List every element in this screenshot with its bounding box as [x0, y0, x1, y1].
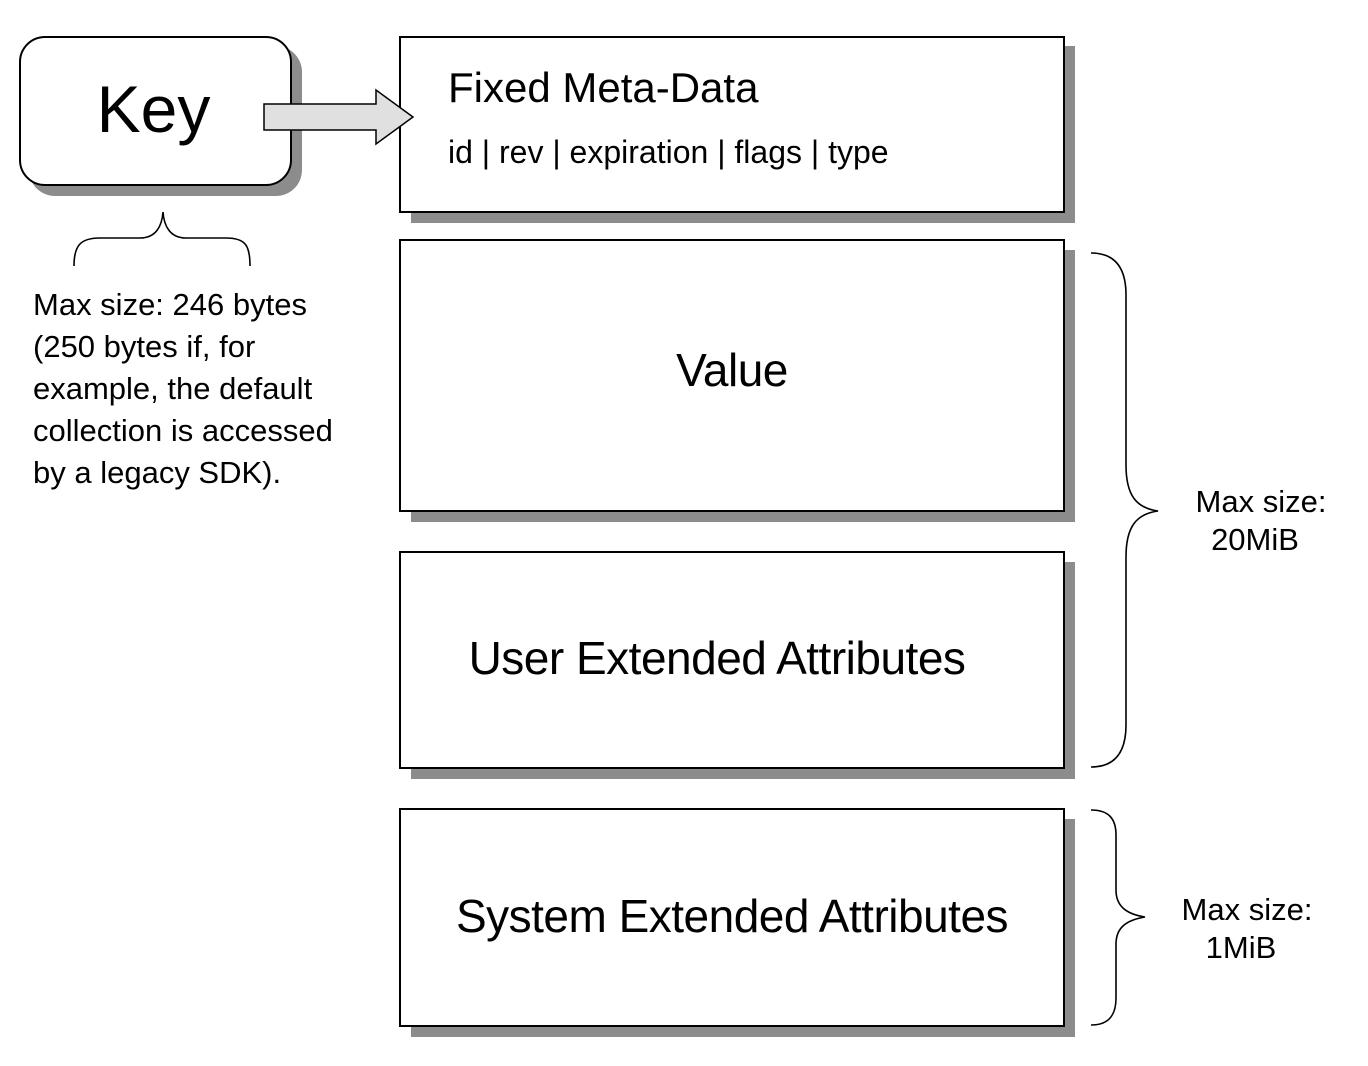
system-xattrs-box: System Extended Attributes	[399, 808, 1065, 1027]
system-size-limit: Max size: 1MiB	[1169, 891, 1325, 967]
fixed-metadata-title: Fixed Meta-Data	[448, 64, 759, 111]
value-size-limit-line1: Max size:	[1195, 484, 1327, 519]
system-xattrs-brace	[1090, 809, 1146, 1026]
key-size-note-line: by a legacy SDK).	[33, 455, 282, 490]
value-label: Value	[676, 343, 788, 396]
value-size-limit-line2: 20MiB	[1211, 522, 1299, 557]
key-to-metadata-arrow	[263, 88, 415, 146]
fixed-metadata-box: Fixed Meta-Data id | rev | expiration | …	[399, 36, 1065, 213]
key-size-note-line: Max size: 246 bytes	[33, 287, 307, 322]
user-xattrs-box: User Extended Attributes	[399, 551, 1065, 769]
key-box: Key	[19, 36, 292, 186]
key-size-brace	[73, 211, 251, 267]
value-size-limit: Max size: 20MiB	[1183, 483, 1339, 559]
fixed-metadata-fields: id | rev | expiration | flags | type	[448, 134, 889, 170]
value-box: Value	[399, 239, 1065, 512]
key-size-note: Max size: 246 bytes (250 bytes if, for e…	[33, 284, 333, 494]
key-size-note-line: (250 bytes if, for	[33, 329, 256, 364]
key-size-note-line: example, the default	[33, 371, 313, 406]
value-user-xattrs-brace	[1090, 252, 1159, 768]
system-xattrs-label: System Extended Attributes	[455, 889, 1009, 942]
user-xattrs-label: User Extended Attributes	[468, 632, 966, 684]
system-size-limit-line2: 1MiB	[1205, 930, 1277, 965]
key-size-note-line: collection is accessed	[33, 413, 333, 448]
system-size-limit-line1: Max size:	[1181, 892, 1313, 927]
key-label: Key	[96, 72, 211, 146]
